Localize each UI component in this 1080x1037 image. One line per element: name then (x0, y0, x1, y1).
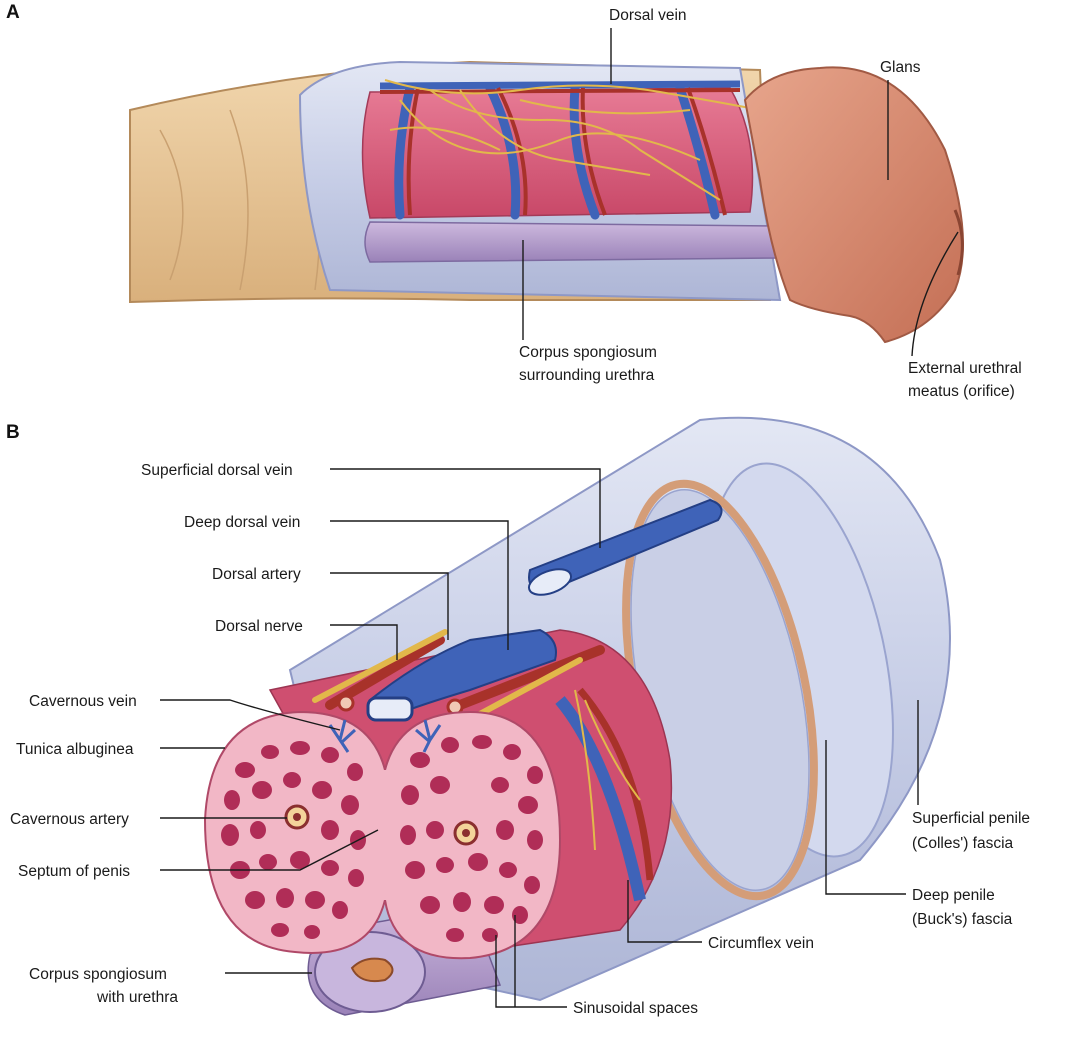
dorsal-nerve-right (475, 657, 583, 718)
label-superficial-fascia-1: Superficial penile (912, 810, 1030, 827)
leader-circumflex-vein (627, 880, 702, 943)
leader-dorsal-artery (330, 572, 449, 640)
leader-superficial-dorsal-vein (330, 468, 601, 548)
sinusoidal-spaces-right (400, 735, 543, 942)
label-meatus-1: External urethral (908, 360, 1022, 377)
leader-deep-dorsal-vein (330, 520, 509, 650)
cavernous-artery-right-lumen (462, 829, 470, 837)
glans (743, 66, 964, 344)
leader-meatus (911, 231, 959, 357)
label-superficial-fascia-2: (Colles') fascia (912, 835, 1014, 852)
label-circumflex-vein: Circumflex vein (708, 935, 814, 952)
panel-a: A (6, 2, 1022, 400)
dorsal-artery-left-lumen (337, 694, 355, 712)
label-glans: Glans (880, 59, 921, 76)
deep-dorsal-vein (368, 628, 557, 717)
label-cs-urethra-2: with urethra (96, 989, 178, 1006)
label-dorsal-artery: Dorsal artery (212, 566, 301, 583)
deep-dorsal-vein-lumen (366, 696, 414, 722)
urethra (350, 957, 394, 983)
circumflex-nerves (574, 689, 641, 851)
circumflex-vein (555, 696, 646, 902)
label-cs-urethra-1: Corpus spongiosum (29, 966, 167, 983)
dorsal-artery-left (325, 635, 445, 710)
leader-septum (160, 829, 379, 871)
superficial-dorsal-vein-lumen (527, 568, 573, 596)
cavernous-vein-right (415, 719, 442, 753)
leader-cavernous-vein (160, 699, 341, 731)
label-septum: Septum of penis (18, 863, 130, 880)
leader-dorsal-nerve (330, 624, 398, 660)
leader-deep-fascia (825, 740, 906, 895)
label-deep-fascia-2: (Buck's) fascia (912, 911, 1013, 928)
sinusoidal-spaces-left (221, 741, 366, 939)
panel-b: B (6, 416, 1030, 1017)
superficial-dorsal-vein (528, 498, 723, 594)
label-tunica-albuginea: Tunica albuginea (16, 741, 134, 758)
dorsal-nerve-left (312, 629, 448, 703)
label-corpus-spongiosum-1: Corpus spongiosum (519, 344, 657, 361)
label-corpus-spongiosum-2: surrounding urethra (519, 367, 655, 384)
label-superficial-dorsal-vein: Superficial dorsal vein (141, 462, 293, 479)
label-dorsal-nerve: Dorsal nerve (215, 618, 303, 635)
circumflex-veins-a (394, 83, 720, 220)
label-dorsal-vein: Dorsal vein (609, 7, 687, 24)
nerves-a (384, 79, 761, 201)
circumflex-artery (577, 687, 654, 881)
panel-a-label: A (6, 2, 20, 23)
label-sinusoidal-spaces: Sinusoidal spaces (573, 1000, 698, 1017)
label-cavernous-artery: Cavernous artery (10, 811, 129, 828)
corpora-cavernosa-a (361, 87, 754, 219)
panel-b-label: B (6, 422, 20, 443)
cavernous-artery-left-lumen (293, 813, 301, 821)
urethral-meatus (953, 209, 964, 276)
label-cavernous-vein: Cavernous vein (29, 693, 137, 710)
label-deep-fascia-1: Deep penile (912, 887, 995, 904)
leader-sinusoidal-spaces (495, 915, 567, 1008)
label-meatus-2: meatus (orifice) (908, 383, 1015, 400)
cavernous-vein-left (328, 719, 357, 753)
corpus-spongiosum-a (364, 221, 787, 263)
label-deep-dorsal-vein: Deep dorsal vein (184, 514, 300, 531)
